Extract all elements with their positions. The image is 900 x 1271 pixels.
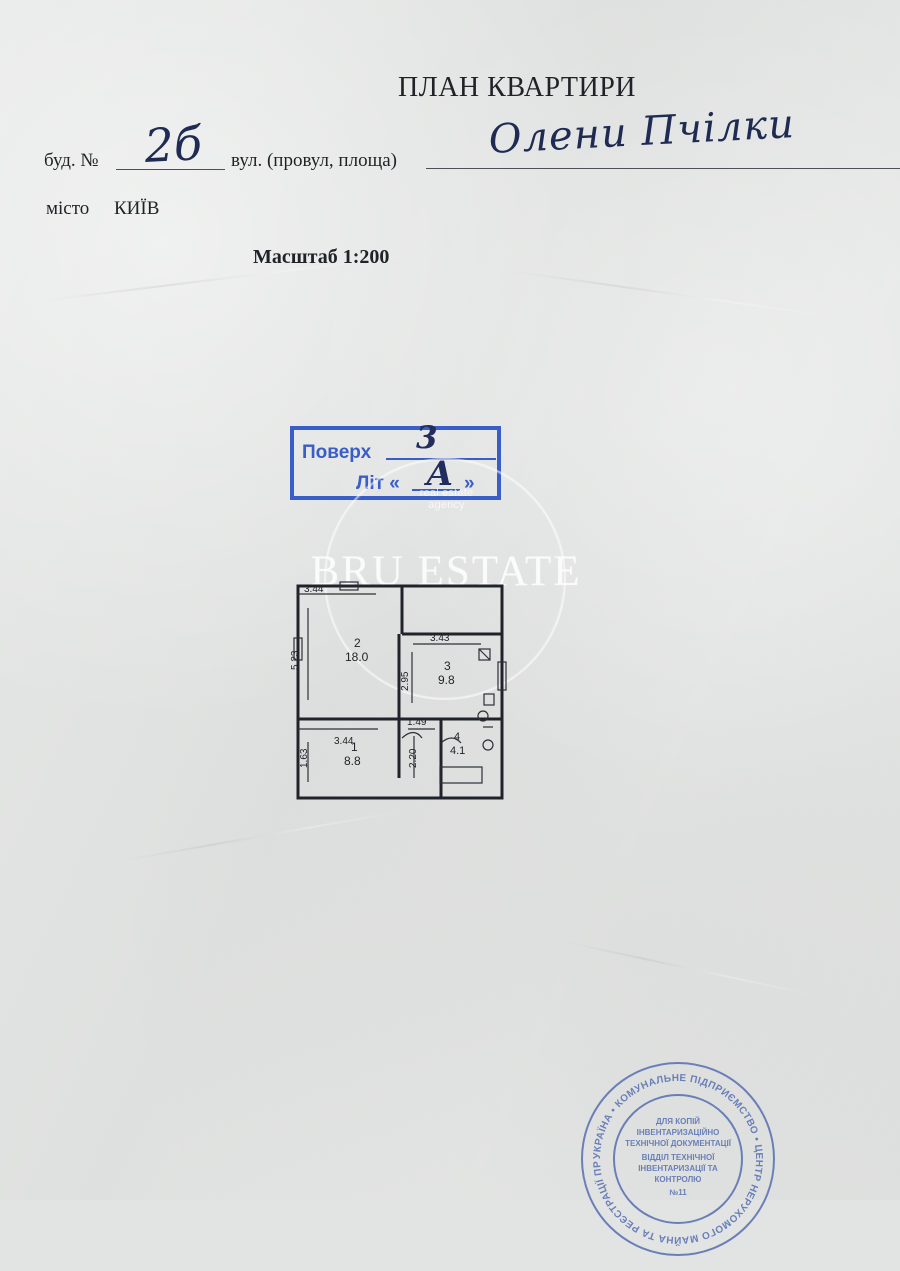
document-title: ПЛАН КВАРТИРИ [398, 72, 636, 103]
building-number-handwriting: 2б [143, 116, 204, 173]
door-swing-icon [401, 731, 423, 739]
floor-plan-walls [296, 584, 504, 800]
sink [483, 693, 495, 706]
apartment-floor-plan: 3.44 5.23 2 18.0 3.43 2.95 3 9.8 3.44 1.… [290, 581, 507, 800]
floor-plan-fixtures [401, 710, 494, 751]
dimension-left-height: 5.23 [290, 650, 301, 670]
watermark-line-2: agency [428, 498, 465, 511]
room-3-area: 9.8 [438, 673, 455, 687]
scale-label: Масштаб 1:200 [253, 246, 390, 268]
dimension-bath-width: 1.49 [407, 717, 427, 728]
official-stamp-center-line-5: ІНВЕНТАРИЗАЦІЇ ТА [638, 1164, 718, 1173]
floor-label: Поверх [302, 442, 372, 463]
door-swing-icon [440, 737, 462, 744]
kitchen-stove-diagonal [478, 648, 491, 661]
city-label: місто [46, 198, 90, 219]
toilet-icon [477, 710, 489, 722]
dimension-bottom-left: 3.44 [334, 736, 354, 747]
dimension-middle-top: 3.43 [430, 633, 450, 644]
floor-plan-labels: 3.44 5.23 2 18.0 3.43 2.95 3 9.8 3.44 1.… [290, 584, 465, 768]
bath-tub [439, 766, 483, 784]
room-2-area: 18.0 [345, 650, 369, 664]
floor-value-handwriting: 3 [416, 420, 438, 456]
dimension-top-left: 3.44 [304, 584, 324, 595]
kitchen-stove [478, 648, 491, 661]
room-1-number: 1 [351, 740, 358, 754]
building-number-line [116, 169, 225, 170]
official-round-stamp: УКРАЇНА • КОМУНАЛЬНЕ ПІДПРИЄМСТВО • ЦЕНТ… [566, 1047, 775, 1256]
dimension-inner-vertical: 2.20 [408, 748, 419, 768]
building-label: буд. № [44, 150, 99, 171]
official-stamp-center-line-3: ТЕХНІЧНОЇ ДОКУМЕНТАЦІЇ [625, 1139, 732, 1148]
floor-plan-thin-lines [293, 581, 507, 784]
room-3-number: 3 [444, 659, 451, 673]
room-4-number: 4 [454, 731, 460, 743]
city-value: КИЇВ [114, 198, 160, 219]
official-stamp-center-line-1: ДЛЯ КОПІЙ [656, 1117, 700, 1126]
official-stamp-center-line-2: ІНВЕНТАРИЗАЦІЙНО [637, 1128, 720, 1137]
room-2-number: 2 [354, 636, 361, 650]
window-top [339, 581, 359, 591]
street-line [426, 168, 900, 169]
official-stamp-center-text: ДЛЯ КОПІЙ ІНВЕНТАРИЗАЦІЙНО ТЕХНІЧНОЇ ДОК… [625, 1117, 732, 1197]
window-right [497, 661, 507, 691]
window-left [293, 637, 303, 661]
dimension-middle-vertical: 2.95 [400, 671, 411, 691]
watermark-line-1: real estate [419, 487, 474, 499]
dimension-bottom-left-height: 1.63 [299, 748, 310, 768]
official-stamp-center-line-7: №11 [669, 1188, 687, 1197]
room-4-area: 4.1 [450, 745, 465, 757]
watermark-subtitle: real estate agency [409, 487, 484, 511]
official-stamp-center-line-4: ВІДДІЛ ТЕХНІЧНОЇ [642, 1153, 716, 1162]
room-1-area: 8.8 [344, 754, 361, 768]
street-label: вул. (провул, площа) [231, 150, 397, 171]
watermark-circle [324, 458, 566, 700]
official-stamp-center-line-6: КОНТРОЛЮ [655, 1175, 702, 1184]
sink-icon [482, 739, 494, 751]
outer-wall [296, 584, 504, 800]
